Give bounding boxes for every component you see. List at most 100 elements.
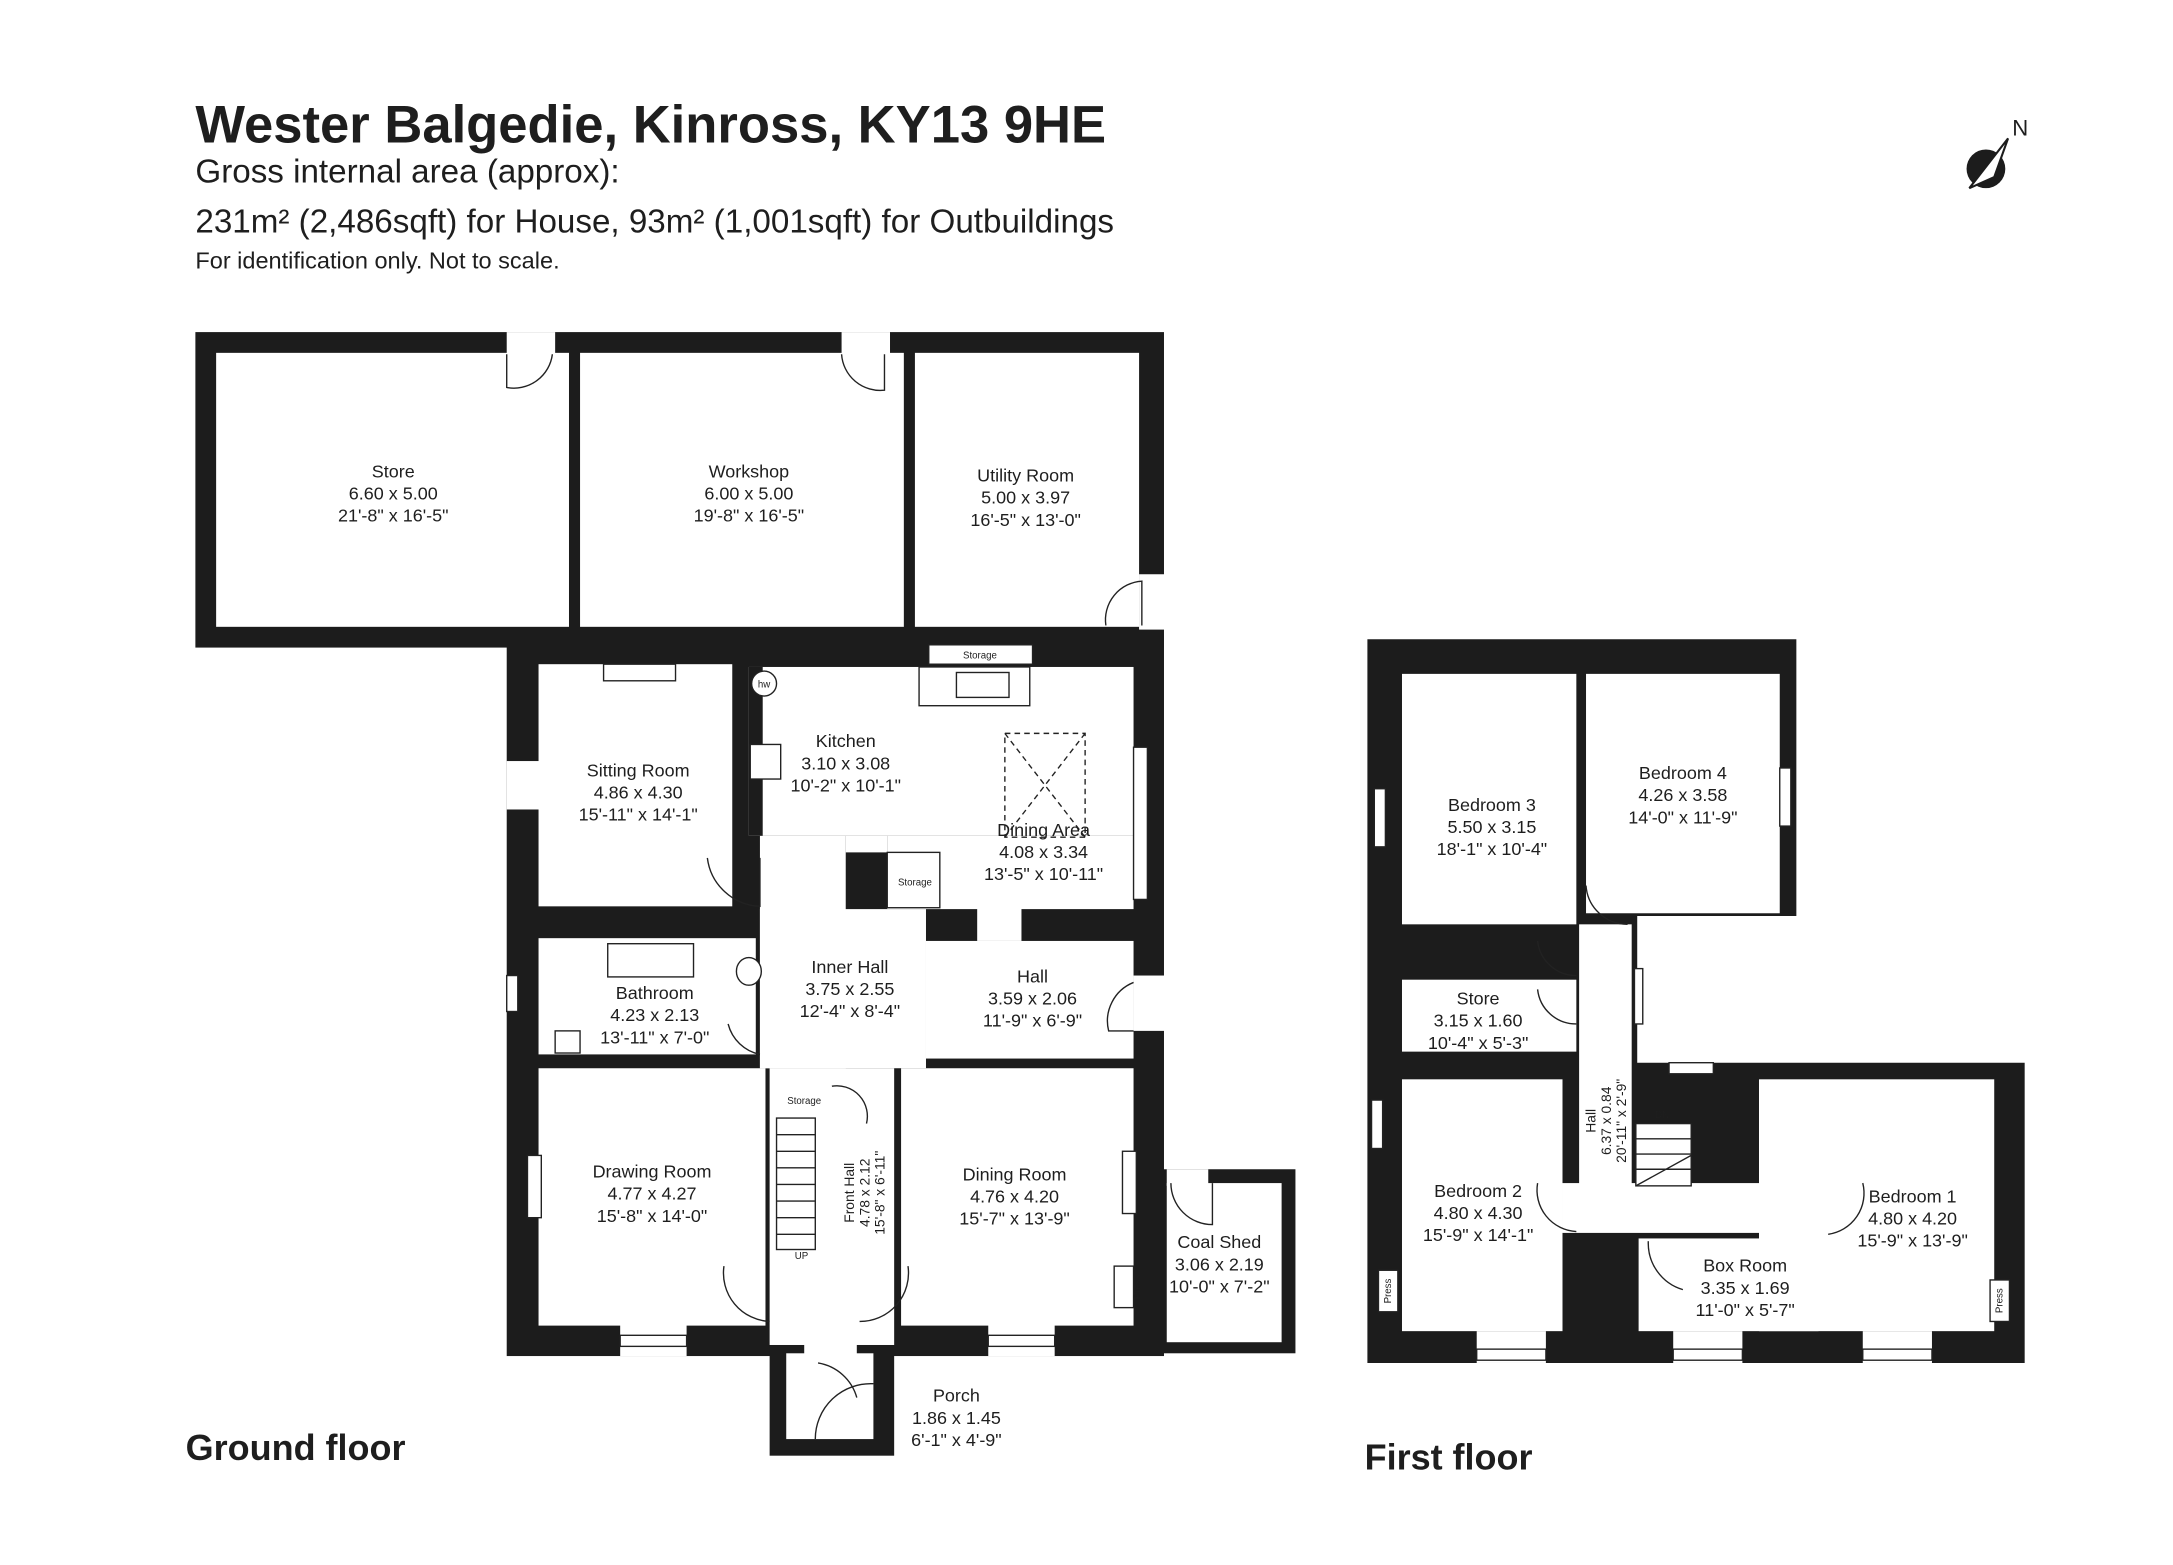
svg-text:6.00 x 5.00: 6.00 x 5.00 xyxy=(704,484,793,504)
svg-text:15'-8" x 14'-0": 15'-8" x 14'-0" xyxy=(597,1206,708,1226)
svg-text:15'-8" x 6'-11": 15'-8" x 6'-11" xyxy=(871,1151,887,1235)
svg-text:6.60 x 5.00: 6.60 x 5.00 xyxy=(349,484,438,504)
stairs-up-label: UP xyxy=(795,1251,808,1262)
press-label: Press xyxy=(1383,1279,1394,1304)
compass-north-label: N xyxy=(2012,116,2028,141)
svg-text:Sitting Room: Sitting Room xyxy=(587,760,690,780)
svg-text:15'-9" x 13'-9": 15'-9" x 13'-9" xyxy=(1857,1231,1968,1251)
svg-text:Utility Room: Utility Room xyxy=(977,466,1074,486)
svg-text:Bedroom 3: Bedroom 3 xyxy=(1448,795,1536,815)
press-label: Press xyxy=(1995,1288,2006,1313)
svg-text:Bedroom 4: Bedroom 4 xyxy=(1639,763,1727,783)
stairs-down-label: DN xyxy=(1655,1110,1669,1121)
compass-icon: N xyxy=(1966,116,2028,190)
svg-text:11'-0" x 5'-7": 11'-0" x 5'-7" xyxy=(1696,1300,1795,1320)
svg-text:13'-11" x 7'-0": 13'-11" x 7'-0" xyxy=(600,1027,709,1047)
svg-text:Workshop: Workshop xyxy=(709,461,790,481)
first-floor-plan: DN Press Press xyxy=(1367,639,2025,1363)
svg-text:3.75 x 2.55: 3.75 x 2.55 xyxy=(805,979,894,999)
svg-text:Box Room: Box Room xyxy=(1703,1256,1787,1276)
svg-text:18'-1" x 10'-4": 18'-1" x 10'-4" xyxy=(1437,839,1548,859)
svg-text:Store: Store xyxy=(372,461,415,481)
svg-text:Bedroom 2: Bedroom 2 xyxy=(1434,1181,1522,1201)
svg-text:16'-5" x 13'-0": 16'-5" x 13'-0" xyxy=(970,510,1081,530)
storage-label: Storage xyxy=(898,878,932,889)
svg-text:13'-5" x 10'-11": 13'-5" x 10'-11" xyxy=(984,864,1103,884)
svg-text:4.78 x 2.12: 4.78 x 2.12 xyxy=(856,1159,872,1227)
svg-text:3.35 x 1.69: 3.35 x 1.69 xyxy=(1701,1278,1790,1298)
svg-text:21'-8" x 16'-5": 21'-8" x 16'-5" xyxy=(338,506,449,526)
svg-text:12'-4" x 8'-4": 12'-4" x 8'-4" xyxy=(800,1001,901,1021)
svg-text:Store: Store xyxy=(1457,989,1500,1009)
svg-text:15'-7" x 13'-9": 15'-7" x 13'-9" xyxy=(959,1209,1070,1229)
svg-text:4.80 x 4.30: 4.80 x 4.30 xyxy=(1434,1203,1523,1223)
svg-text:Inner Hall: Inner Hall xyxy=(811,957,888,977)
svg-text:15'-11" x 14'-1": 15'-11" x 14'-1" xyxy=(579,805,698,825)
ground-floor-label: Ground floor xyxy=(186,1427,406,1468)
svg-text:Kitchen: Kitchen xyxy=(816,731,876,751)
svg-text:4.80 x 4.20: 4.80 x 4.20 xyxy=(1868,1209,1957,1229)
ground-floor-plan: Storage hw Storage Storage UP Press xyxy=(506,633,1167,1357)
svg-text:Hall: Hall xyxy=(1017,966,1048,986)
coal-shed xyxy=(1152,1169,1296,1354)
svg-text:4.23 x 2.13: 4.23 x 2.13 xyxy=(610,1005,699,1025)
svg-text:19'-8" x 16'-5": 19'-8" x 16'-5" xyxy=(694,506,805,526)
svg-text:Porch: Porch xyxy=(933,1386,980,1406)
svg-text:4.77 x 4.27: 4.77 x 4.27 xyxy=(608,1184,697,1204)
storage-label: Storage xyxy=(963,651,997,662)
svg-text:4.86 x 4.30: 4.86 x 4.30 xyxy=(594,782,683,802)
area-values: 231m² (2,486sqft) for House, 93m² (1,001… xyxy=(195,203,1114,240)
svg-text:20'-11" x 2'-9": 20'-11" x 2'-9" xyxy=(1613,1079,1629,1163)
svg-text:10'-4" x 5'-3": 10'-4" x 5'-3" xyxy=(1428,1033,1529,1053)
svg-text:5.50 x 3.15: 5.50 x 3.15 xyxy=(1447,817,1536,837)
svg-text:Bathroom: Bathroom xyxy=(616,983,694,1003)
svg-text:10'-0" x 7'-2": 10'-0" x 7'-2" xyxy=(1169,1276,1270,1296)
svg-text:3.10 x 3.08: 3.10 x 3.08 xyxy=(801,753,890,773)
svg-text:4.76 x 4.20: 4.76 x 4.20 xyxy=(970,1186,1059,1206)
svg-text:4.26 x 3.58: 4.26 x 3.58 xyxy=(1638,785,1727,805)
svg-text:11'-9" x 6'-9": 11'-9" x 6'-9" xyxy=(983,1011,1082,1031)
svg-text:10'-2" x 10'-1": 10'-2" x 10'-1" xyxy=(790,775,901,795)
svg-text:Bedroom 1: Bedroom 1 xyxy=(1869,1186,1957,1206)
press-label: Press xyxy=(1132,1274,1143,1299)
svg-text:Front Hall: Front Hall xyxy=(841,1163,857,1223)
svg-text:Drawing Room: Drawing Room xyxy=(593,1162,712,1182)
storage-label: Storage xyxy=(787,1096,821,1107)
svg-text:Dining Room: Dining Room xyxy=(963,1164,1067,1184)
disclaimer: For identification only. Not to scale. xyxy=(195,247,559,273)
svg-text:Coal Shed: Coal Shed xyxy=(1177,1232,1261,1252)
svg-text:1.86 x 1.45: 1.86 x 1.45 xyxy=(912,1408,1001,1428)
svg-text:6.37 x 0.84: 6.37 x 0.84 xyxy=(1598,1086,1614,1155)
svg-text:3.06 x 2.19: 3.06 x 2.19 xyxy=(1175,1254,1264,1274)
page-title: Wester Balgedie, Kinross, KY13 9HE xyxy=(195,96,1106,155)
area-label: Gross internal area (approx): xyxy=(195,154,619,191)
svg-text:15'-9" x 14'-1": 15'-9" x 14'-1" xyxy=(1423,1225,1534,1245)
svg-text:3.59 x 2.06: 3.59 x 2.06 xyxy=(988,989,1077,1009)
svg-text:4.08 x 3.34: 4.08 x 3.34 xyxy=(999,842,1088,862)
svg-text:14'-0" x 11'-9": 14'-0" x 11'-9" xyxy=(1628,807,1737,827)
svg-text:5.00 x 3.97: 5.00 x 3.97 xyxy=(981,488,1070,508)
hot-water-label: hw xyxy=(758,680,771,691)
outbuildings xyxy=(195,332,1167,648)
